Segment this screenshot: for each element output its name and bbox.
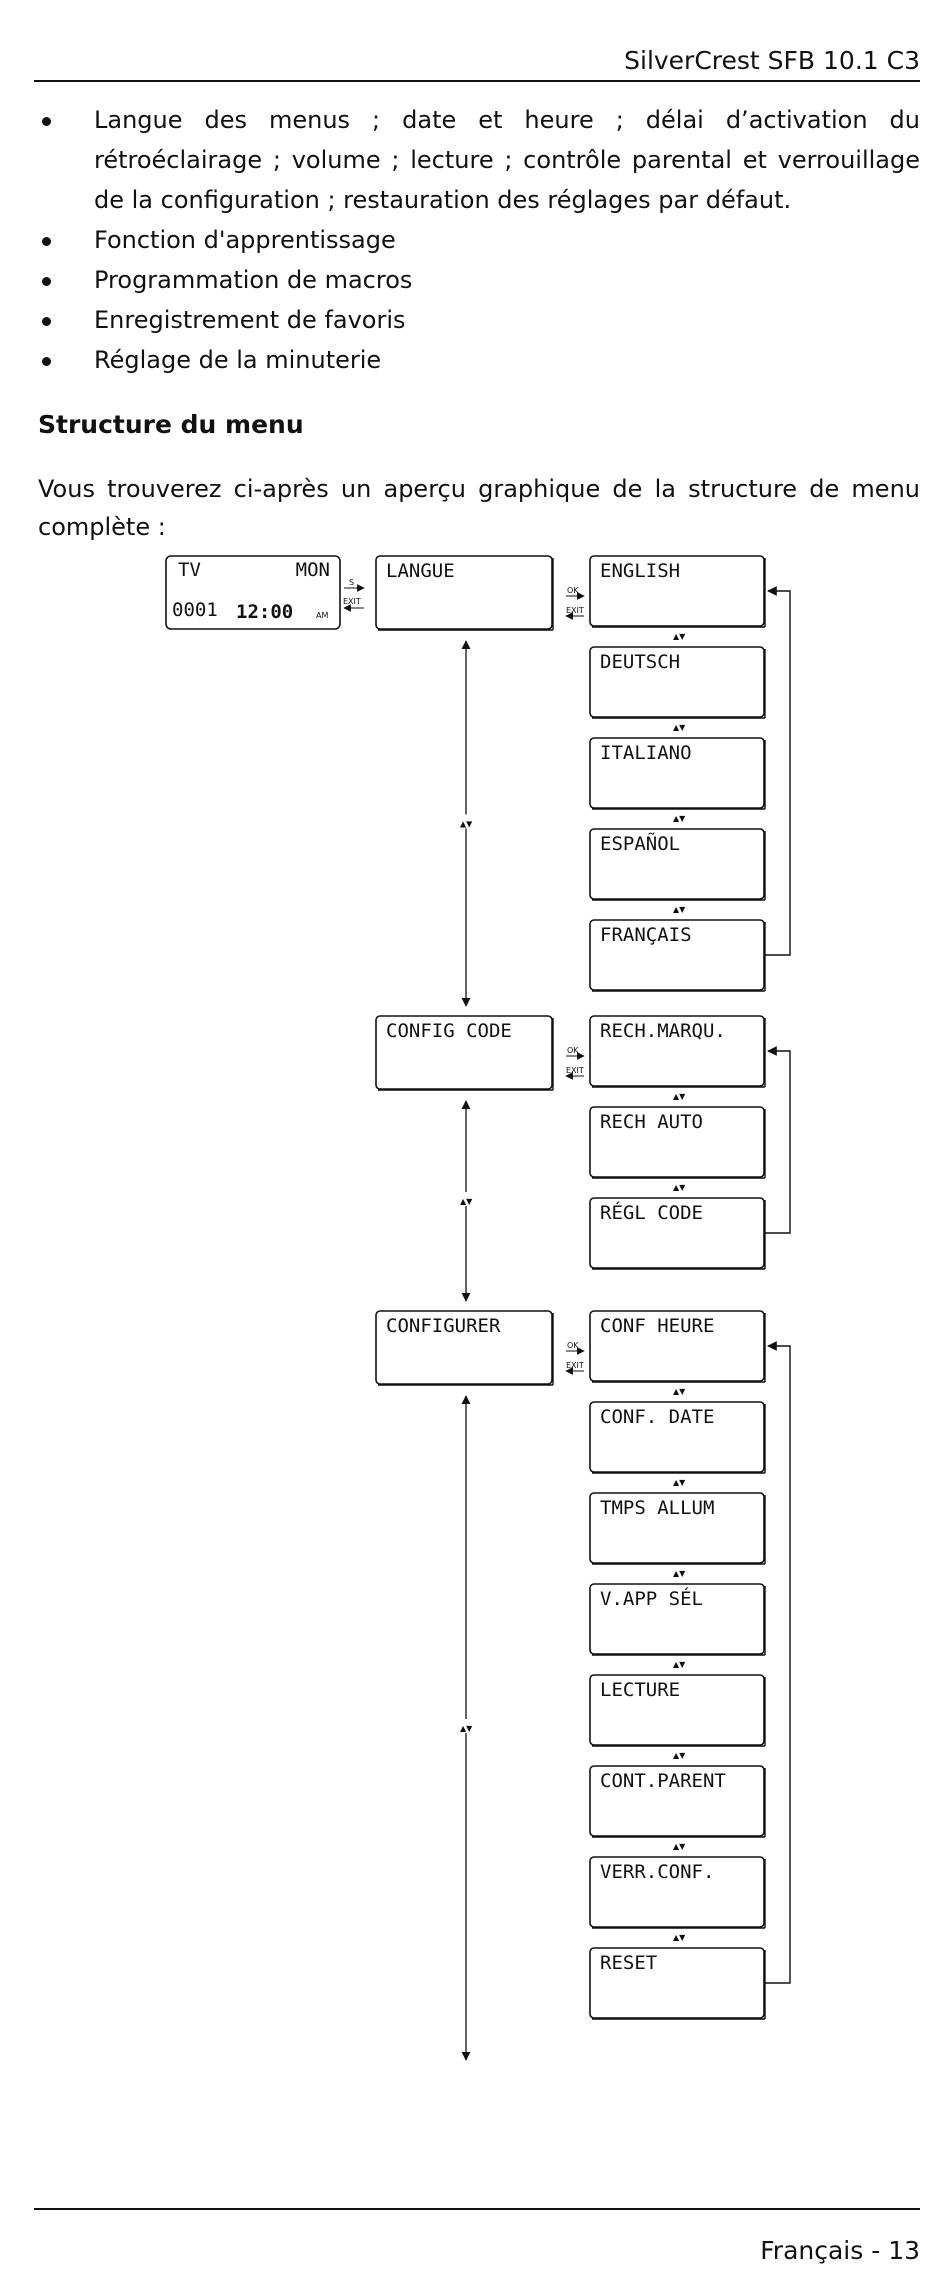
submenu-box-label: CONF. DATE: [600, 1406, 714, 1428]
list-item-text: Enregistrement de favoris: [94, 306, 406, 334]
submenu-box-label: VERR.CONF.: [600, 1861, 714, 1883]
exit-label: EXIT: [343, 597, 361, 606]
ok-label: OK: [567, 1046, 579, 1055]
submenu-box: [589, 828, 765, 900]
submenu-box: [589, 1583, 765, 1655]
submenu-box-label: V.APP SÉL: [600, 1587, 703, 1610]
submenu-box-label: RECH.MARQU.: [600, 1020, 726, 1042]
start-display-time: 12:00: [236, 601, 293, 623]
updown-bg: [458, 1719, 474, 1733]
list-item: Fonction d'apprentissage: [38, 220, 920, 260]
submenu-box: [589, 646, 765, 718]
submenu-box: [589, 1197, 765, 1269]
submenu-box-label: RESET: [600, 1952, 657, 1974]
submenu-box: [589, 1492, 765, 1564]
header-rule: [34, 80, 920, 82]
page-header-title: SilverCrest SFB 10.1 C3: [624, 46, 920, 75]
ok-label: OK: [567, 586, 579, 595]
menu-box-3: [375, 1310, 553, 1385]
submenu-box-label: ESPAÑOL: [600, 832, 680, 855]
updown-label: ▲▼: [673, 1660, 686, 1669]
submenu-box: [589, 1765, 765, 1837]
submenu-box: [589, 1401, 765, 1473]
exit-label: EXIT: [566, 606, 584, 615]
list-item: Langue des menus ; date et heure ; délai…: [38, 100, 920, 220]
submenu-box: [589, 1856, 765, 1928]
updown-label: ▲▼: [673, 632, 686, 641]
submenu-box-label: LECTURE: [600, 1679, 680, 1701]
submenu-box-label: ENGLISH: [600, 560, 680, 582]
bullet-icon: [42, 117, 51, 126]
submenu-box-label: FRANÇAIS: [600, 924, 692, 946]
list-item-text: Fonction d'apprentissage: [94, 226, 396, 254]
ok-label: OK: [567, 1341, 579, 1350]
submenu-box: [589, 1947, 765, 2019]
intro-paragraph: Vous trouverez ci-après un aperçu graphi…: [38, 475, 920, 541]
start-display-top-right: MON: [296, 559, 330, 581]
updown-label: ▲▼: [673, 1569, 686, 1578]
list-item-text: Réglage de la minuterie: [94, 346, 382, 374]
submenu-box: [589, 555, 765, 627]
bullet-icon: [42, 277, 51, 286]
loop-bracket: [765, 1046, 791, 1234]
start-display-top-left: TV: [178, 559, 201, 581]
bullet-icon: [42, 317, 51, 326]
updown-label: ▲▼: [673, 1751, 686, 1760]
updown-label: ▲▼: [460, 820, 473, 829]
bullet-icon: [42, 237, 51, 246]
submenu-box: [589, 1106, 765, 1178]
exit-label: EXIT: [566, 1361, 584, 1370]
updown-bg: [458, 814, 474, 829]
list-item: Enregistrement de favoris: [38, 300, 920, 340]
menu-structure-diagram: TV MON 0001 12:00 AM S EXIT LANGUE OK EXIT ENGLISH…: [165, 555, 791, 2061]
submenu-box: [589, 919, 765, 991]
submenu-box-label: CONT.PARENT: [600, 1770, 726, 1792]
bullet-icon: [42, 357, 51, 366]
submenu-box-label: TMPS ALLUM: [600, 1497, 714, 1519]
submenu-box-label: ITALIANO: [600, 742, 692, 764]
submenu-box: [589, 1015, 765, 1087]
updown-label: ▲▼: [673, 723, 686, 732]
list-item-text: Programmation de macros: [94, 266, 413, 294]
menu-box-3-label: CONFIGURER: [386, 1315, 501, 1337]
submenu-box: [589, 1674, 765, 1746]
start-display-code: 0001: [172, 599, 218, 621]
menu-box-2-label: CONFIG CODE: [386, 1020, 512, 1042]
start-display-ampm: AM: [316, 611, 328, 620]
updown-label: ▲▼: [673, 1387, 686, 1396]
submenu-box: [589, 1310, 765, 1382]
updown-label: ▲▼: [460, 1197, 473, 1206]
submenu-box-label: RÉGL CODE: [600, 1201, 703, 1224]
footer-rule: [34, 2208, 920, 2210]
s-label: S: [349, 578, 354, 587]
exit-label: EXIT: [566, 1066, 584, 1075]
updown-label: ▲▼: [673, 1092, 686, 1101]
updown-label: ▲▼: [460, 1724, 473, 1733]
loop-bracket: [765, 1341, 791, 1984]
updown-label: ▲▼: [673, 814, 686, 823]
menu-box-2: [375, 1015, 553, 1090]
menu-box-1: [375, 555, 553, 630]
updown-label: ▲▼: [673, 1478, 686, 1487]
submenu-box-label: CONF HEURE: [600, 1315, 714, 1337]
list-item-text: Langue des menus ; date et heure ; délai…: [94, 106, 920, 214]
submenu-box-label: DEUTSCH: [600, 651, 680, 673]
updown-label: ▲▼: [673, 905, 686, 914]
section-title: Structure du menu: [38, 410, 304, 439]
updown-bg: [458, 1192, 474, 1206]
updown-label: ▲▼: [673, 1933, 686, 1942]
list-item: Programmation de macros: [38, 260, 920, 300]
list-item: Réglage de la minuterie: [38, 340, 920, 380]
loop-bracket: [765, 586, 791, 956]
submenu-box: [589, 737, 765, 809]
page-footer: Français - 13: [760, 2236, 920, 2265]
updown-label: ▲▼: [673, 1842, 686, 1851]
start-display: [165, 555, 341, 630]
feature-list: Langue des menus ; date et heure ; délai…: [38, 100, 920, 380]
submenu-box-label: RECH AUTO: [600, 1111, 703, 1133]
updown-label: ▲▼: [673, 1183, 686, 1192]
menu-box-1-label: LANGUE: [386, 560, 455, 582]
